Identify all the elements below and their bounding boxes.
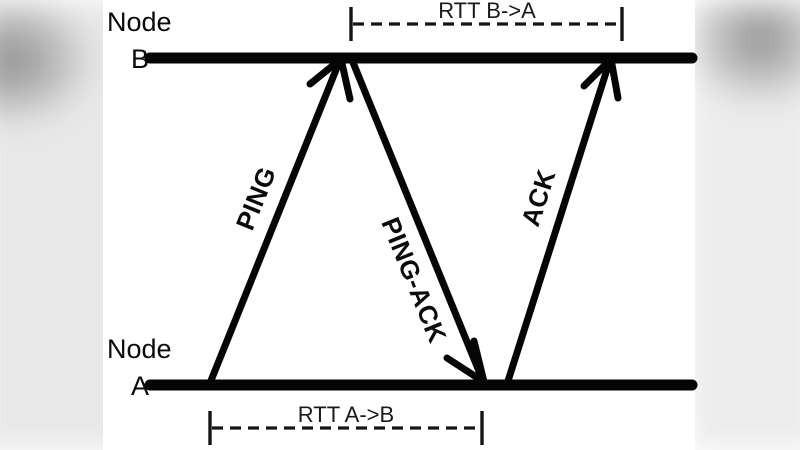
ack-label: ACK — [515, 166, 561, 230]
rtt-a-to-b-label: RTT A->B — [298, 402, 394, 427]
message-ping-group[interactable]: PING — [206, 55, 354, 387]
ack-arrow-head — [580, 55, 622, 102]
ping-arrow-head — [306, 55, 354, 103]
message-ping-ack-group[interactable]: PING-ACK — [348, 56, 488, 386]
node-a-label-line2: A — [131, 371, 149, 401]
ack-arrow-line — [504, 56, 614, 385]
rtt-b-to-a-label: RTT B->A — [438, 0, 536, 23]
message-ack-group[interactable]: ACK — [504, 55, 622, 385]
node-b-label-line1: Node — [107, 7, 172, 37]
ping-ack-arrow-head — [443, 337, 488, 386]
node-a-label-line1: Node — [107, 334, 172, 364]
measure-rtt-a-to-b-group: RTT A->B — [208, 402, 484, 445]
node-b-label-line2: B — [131, 44, 149, 74]
ping-ack-arrow-line — [348, 56, 487, 385]
node-b-group: Node B — [107, 7, 698, 74]
node-a-group: Node A — [107, 334, 698, 401]
ping-arrow-line — [206, 56, 344, 387]
measure-rtt-b-to-a-group: RTT B->A — [349, 0, 624, 41]
